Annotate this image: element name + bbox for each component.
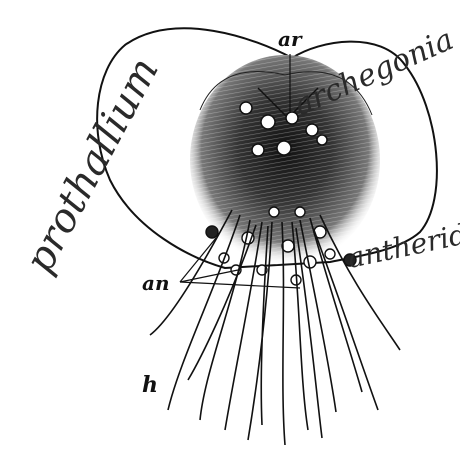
label-ar: ar [278,27,303,51]
label-an: an [142,271,170,295]
label-h: h [142,372,158,398]
